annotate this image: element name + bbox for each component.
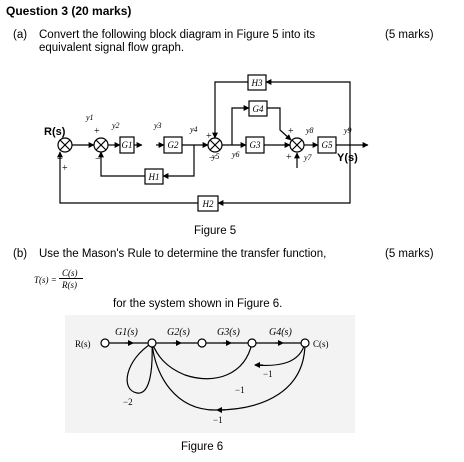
question-title: Question 3 (20 marks) — [6, 4, 132, 18]
part-b-line2: for the system shown in Figure 6. — [113, 298, 283, 310]
part-b-label: (b) — [13, 248, 28, 260]
signal-y3: y3 — [153, 121, 162, 130]
block-g5 — [317, 136, 337, 154]
signal-y6: y6 — [231, 150, 240, 159]
node — [247, 338, 257, 348]
signal-y1: y1 — [85, 113, 94, 122]
block-g3 — [245, 136, 265, 154]
label-g3: G3 — [250, 140, 261, 150]
part-a-line2: equivalent signal flow graph. — [39, 42, 185, 54]
part-a-line1: Convert the following block diagram in F… — [39, 29, 316, 41]
sign-minus: − — [209, 153, 215, 164]
loop-gain-d: −1 — [213, 415, 223, 425]
label-g2: G2 — [168, 140, 179, 150]
part-b-line1: Use the Mason's Rule to determine the tr… — [39, 248, 327, 260]
loop-gain-a: −2 — [123, 397, 133, 407]
figure5-caption: Figure 5 — [194, 225, 237, 237]
part-a-label: (a) — [13, 29, 28, 41]
loop-gain-b: −1 — [263, 369, 273, 379]
node-input — [100, 338, 110, 348]
signal-y8: y8 — [305, 126, 314, 135]
part-b-marks: (5 marks) — [385, 248, 434, 260]
signal-y9: y9 — [343, 126, 352, 135]
block-g4 — [248, 100, 268, 117]
block-h2 — [197, 195, 219, 212]
label-h1: H1 — [148, 172, 160, 182]
tf-fraction-bar — [59, 278, 83, 279]
gain-g3: G3(s) — [217, 327, 240, 338]
node-output — [300, 338, 310, 348]
node — [147, 338, 157, 348]
figure6-caption: Figure 6 — [181, 441, 224, 453]
sign-plus: + — [286, 152, 292, 163]
fig6-output-label: C(s) — [313, 339, 329, 349]
gain-g2: G2(s) — [167, 327, 190, 338]
block-g2 — [163, 136, 183, 154]
signal-y4: y4 — [189, 125, 198, 134]
sign-plus: + — [62, 163, 68, 174]
label-g5: G5 — [322, 140, 333, 150]
sign-plus: + — [206, 131, 212, 142]
sign-plus: + — [57, 154, 63, 165]
node — [197, 338, 207, 348]
signal-y5: y5 — [211, 152, 220, 161]
signal-y2: y2 — [111, 121, 120, 130]
fig5-input-label: R(s) — [44, 126, 66, 138]
label-h3: H3 — [251, 78, 263, 88]
tf-numerator: C(s) — [62, 268, 78, 278]
sign-plus: + — [288, 126, 294, 137]
loop-gain-c: −1 — [235, 385, 245, 395]
tf-lhs: T(s) = — [34, 275, 57, 285]
gain-g1: G1(s) — [115, 327, 138, 338]
figure6-signal-flow-graph: G1(s) G2(s) G3(s) G4(s) R(s) C(s) −2 −1 … — [65, 315, 355, 433]
gain-g4: G4(s) — [269, 327, 292, 338]
label-g1: G1 — [122, 140, 133, 150]
part-a-marks: (5 marks) — [385, 29, 434, 41]
signal-y7: y7 — [303, 153, 313, 162]
summing-junctions — [57, 137, 305, 153]
figure6-background — [65, 315, 355, 433]
label-g4: G4 — [253, 104, 264, 114]
label-h2: H2 — [202, 199, 214, 209]
fig6-input-label: R(s) — [75, 339, 91, 349]
block-h3 — [247, 74, 267, 91]
fig5-output-label: Y(s) — [337, 152, 358, 164]
block-g1 — [119, 136, 135, 154]
tf-denominator: R(s) — [62, 280, 77, 290]
sign-minus: − — [95, 154, 101, 165]
sign-plus: + — [94, 126, 100, 137]
figure5-block-diagram: G1 G2 G3 G5 G4 H3 H1 H2 y1 y2 y3 y4 y5 y… — [44, 74, 369, 212]
block-h1 — [144, 168, 164, 185]
